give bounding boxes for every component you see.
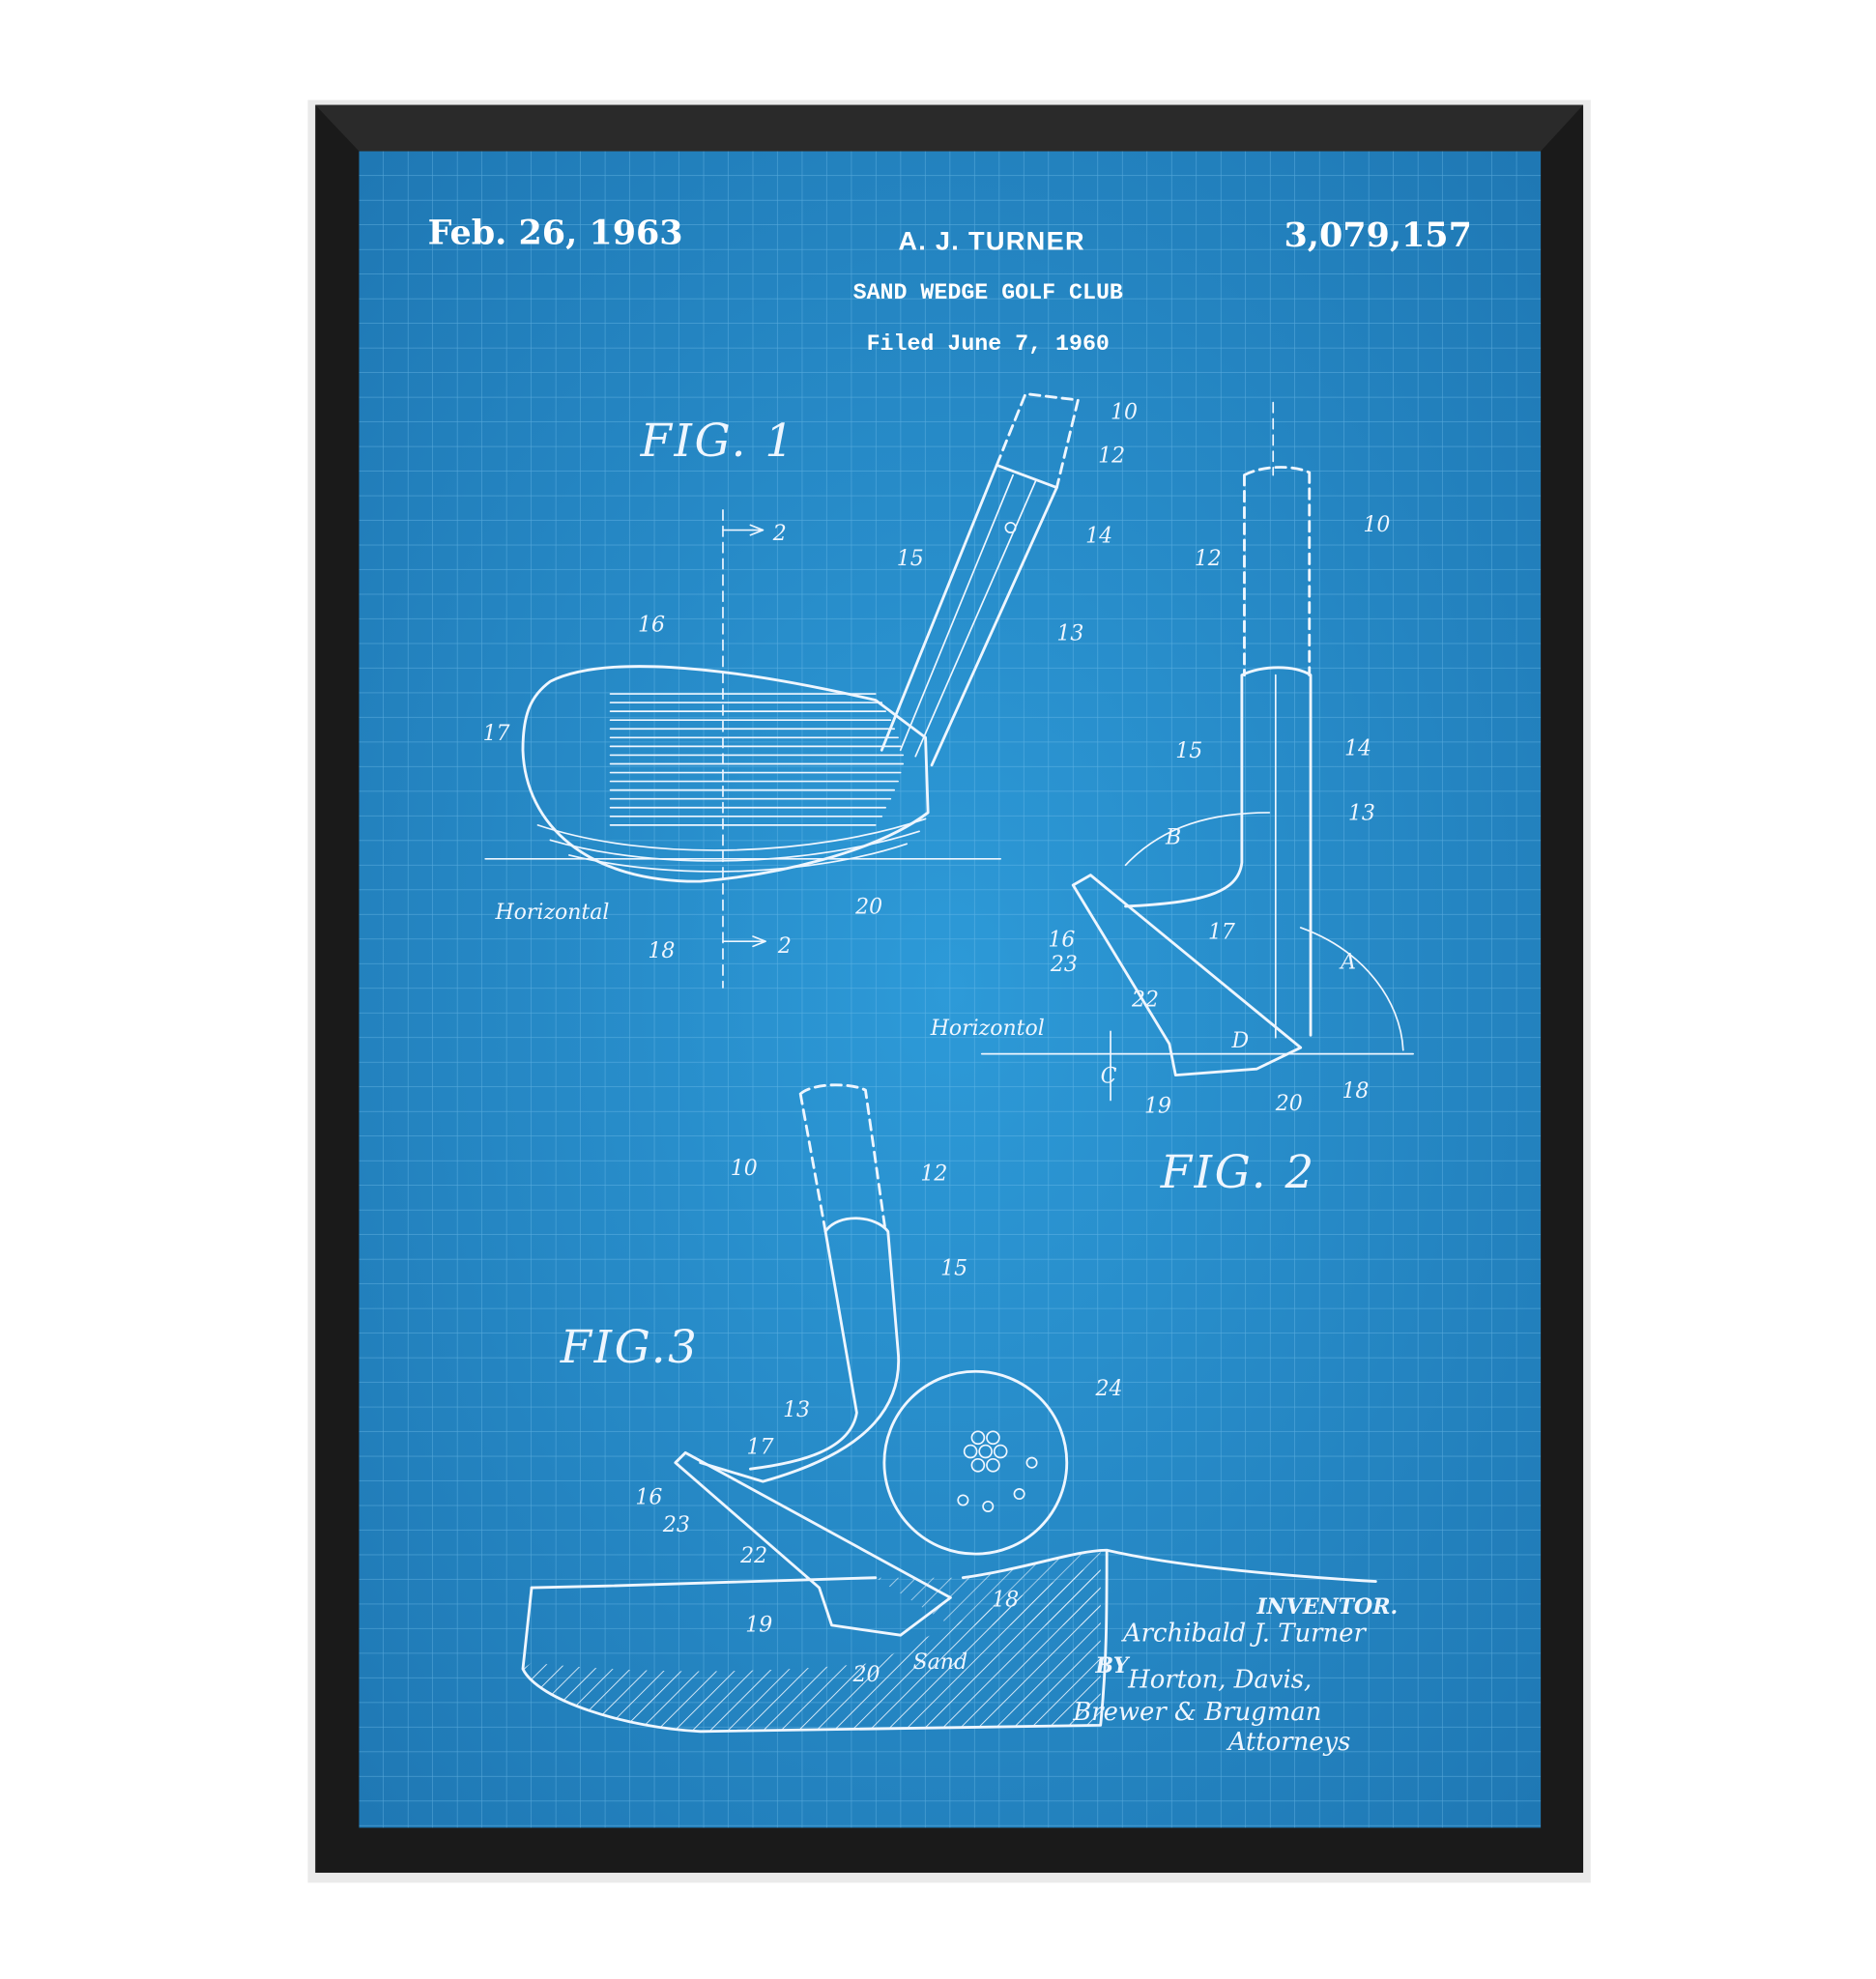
figure-1-title: FIG. 1 (640, 415, 796, 467)
svg-text:10: 10 (1363, 513, 1390, 537)
attorneys-line-3: Attorneys (1227, 1728, 1351, 1757)
inventor-heading: A. J. TURNER (898, 226, 1085, 256)
svg-text:17: 17 (747, 1436, 774, 1460)
svg-text:18: 18 (1342, 1079, 1369, 1104)
svg-text:12: 12 (920, 1162, 947, 1186)
svg-text:13: 13 (783, 1398, 810, 1422)
svg-text:13: 13 (1348, 802, 1375, 826)
inventor-label: INVENTOR. (1255, 1594, 1398, 1620)
svg-text:A: A (1339, 951, 1356, 975)
svg-text:D: D (1231, 1029, 1250, 1053)
svg-text:10: 10 (731, 1157, 758, 1181)
svg-text:24: 24 (1095, 1377, 1123, 1401)
svg-text:12: 12 (1195, 547, 1222, 571)
filed-date: Filed June 7, 1960 (867, 331, 1110, 357)
svg-text:20: 20 (852, 1663, 880, 1687)
svg-text:14: 14 (1085, 524, 1112, 548)
figure-2-labels: 10 12 14 15 13 B 16 23 17 A 22 D Horizon… (930, 513, 1391, 1119)
svg-text:18: 18 (648, 939, 675, 963)
svg-text:23: 23 (1050, 953, 1078, 977)
figure-1-labels: 10 12 14 15 13 16 17 2 2 Horizontal 18 2… (483, 400, 1138, 963)
svg-text:14: 14 (1344, 736, 1371, 760)
inventor-name: Archibald J. Turner (1121, 1620, 1367, 1649)
svg-text:16: 16 (638, 613, 665, 637)
patent-date: Feb. 26, 1963 (428, 213, 683, 252)
svg-text:Horizontal: Horizontal (495, 901, 610, 925)
figure-3: FIG.3 10 12 15 24 13 17 16 23 22 18 19 2… (521, 1083, 1377, 1734)
svg-text:18: 18 (992, 1588, 1019, 1612)
svg-text:2: 2 (772, 522, 787, 546)
svg-text:19: 19 (1144, 1094, 1171, 1118)
patent-title: SAND WEDGE GOLF CLUB (853, 280, 1123, 305)
svg-text:Sand: Sand (913, 1650, 967, 1675)
figure-3-labels: 10 12 15 24 13 17 16 23 22 18 19 20 Sand (635, 1157, 1122, 1687)
svg-text:17: 17 (483, 722, 510, 746)
figure-3-title: FIG.3 (560, 1321, 700, 1373)
svg-text:15: 15 (897, 547, 924, 571)
patent-number: 3,079,157 (1284, 215, 1472, 255)
attorneys-line-1: Horton, Davis, (1127, 1666, 1312, 1695)
svg-text:23: 23 (662, 1513, 690, 1537)
svg-text:15: 15 (1175, 739, 1202, 763)
figure-2: FIG. 2 10 12 14 15 13 B 16 23 17 A 22 D … (930, 401, 1414, 1198)
svg-text:17: 17 (1208, 921, 1235, 945)
svg-text:16: 16 (635, 1485, 662, 1509)
svg-text:20: 20 (1275, 1092, 1303, 1116)
signature-block: INVENTOR. Archibald J. Turner BY Horton,… (1072, 1594, 1398, 1757)
svg-text:20: 20 (854, 896, 882, 920)
svg-text:Horizontol: Horizontol (930, 1017, 1045, 1041)
attorneys-line-2: Brewer & Brugman (1072, 1698, 1321, 1727)
blueprint-grid (359, 151, 1542, 1828)
svg-text:2: 2 (777, 934, 792, 959)
svg-text:10: 10 (1111, 400, 1138, 424)
svg-text:12: 12 (1098, 445, 1125, 469)
svg-text:22: 22 (739, 1544, 767, 1568)
figure-2-title: FIG. 2 (1160, 1146, 1316, 1198)
svg-text:19: 19 (745, 1613, 772, 1637)
frame-bevel (315, 104, 1584, 152)
figure-1: FIG. 1 10 12 14 15 13 16 17 2 2 Horizont… (483, 392, 1138, 989)
by-label: BY (1095, 1653, 1131, 1678)
svg-text:22: 22 (1131, 988, 1159, 1012)
svg-text:16: 16 (1048, 928, 1075, 952)
svg-text:B: B (1165, 825, 1181, 849)
svg-text:13: 13 (1056, 621, 1083, 645)
svg-text:C: C (1101, 1064, 1117, 1088)
svg-text:15: 15 (940, 1257, 967, 1281)
